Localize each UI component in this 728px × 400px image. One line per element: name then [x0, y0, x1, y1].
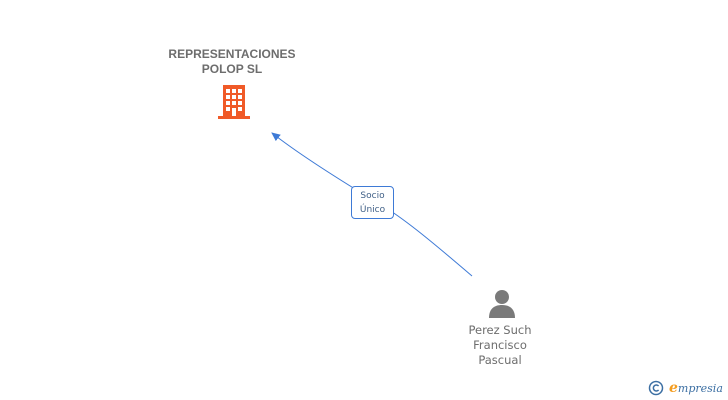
person-name-line-2: Francisco [473, 338, 527, 352]
company-name-line-1: REPRESENTACIONES [168, 47, 296, 61]
company-name-line-2: POLOP SL [201, 62, 263, 76]
brand-logo-initial: e [669, 380, 678, 396]
brand-logo-text: mpresia [677, 381, 723, 395]
person-name-line-3: Pascual [478, 353, 522, 367]
person-name-line-1: Perez Such [468, 323, 532, 337]
copyright-icon [648, 380, 664, 396]
brand-logo[interactable]: e mpresia [648, 378, 723, 398]
person-name[interactable]: Perez Such Francisco Pascual [440, 323, 560, 368]
company-name[interactable]: REPRESENTACIONES POLOP SL [142, 47, 322, 77]
building-icon[interactable] [217, 84, 251, 120]
relation-label[interactable]: Socio Único [351, 186, 394, 219]
person-icon[interactable] [487, 288, 517, 318]
relation-label-line-1: Socio [360, 191, 385, 201]
relation-label-line-2: Único [359, 205, 386, 215]
